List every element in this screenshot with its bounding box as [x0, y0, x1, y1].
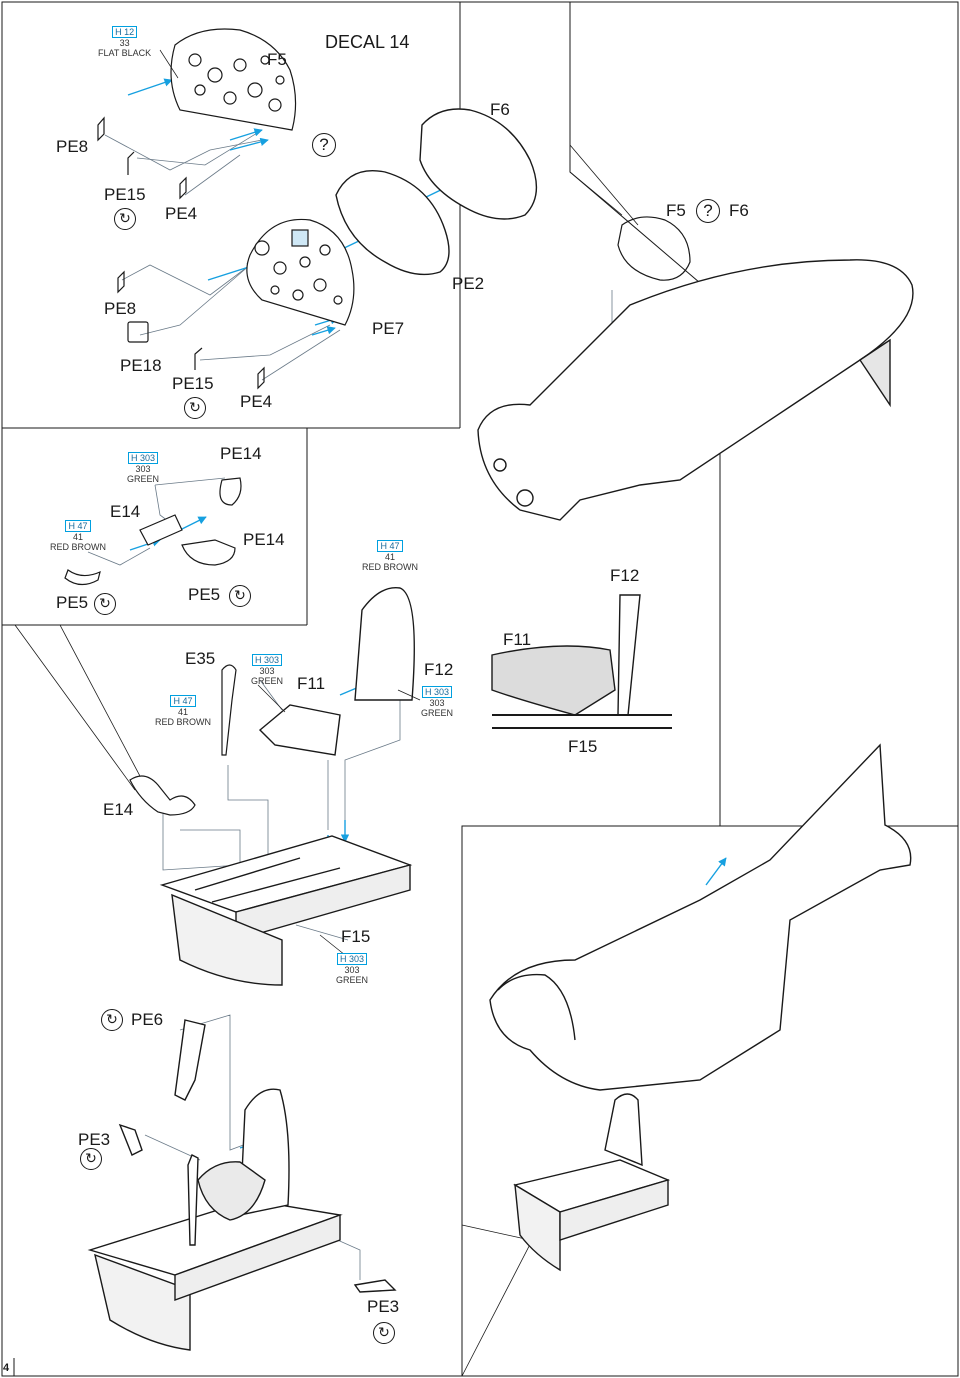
paint-code: H 47 — [65, 520, 91, 532]
gun-sight-e14 — [64, 477, 242, 586]
paint-callout-h47-b: H 47 41 RED BROWN — [362, 540, 418, 572]
stick-e35 — [221, 664, 237, 756]
panel-back-f6 — [419, 108, 538, 220]
part-label-f15-right: F15 — [568, 737, 598, 756]
bend-icon: ↻ — [229, 585, 251, 607]
part-label-e35: E35 — [185, 649, 216, 668]
cockpit-assembled — [513, 1093, 671, 1272]
callout-lines — [14, 144, 639, 1377]
e14-assembly — [129, 775, 196, 816]
part-label-pe3-b: PE3 — [367, 1297, 400, 1316]
question-icon: ? — [696, 199, 720, 223]
fuselage-front — [477, 259, 914, 521]
part-label-pe14-b: PE14 — [243, 530, 285, 549]
bend-icon: ↻ — [184, 397, 206, 419]
seat-side-view — [491, 594, 672, 729]
part-label-f5: F5 — [267, 50, 287, 69]
paint-name: RED BROWN — [50, 542, 106, 552]
paint-callout-h12: H 12 33 FLAT BLACK — [98, 26, 151, 58]
question-icon: ? — [312, 133, 336, 157]
part-label-f12: F12 — [424, 660, 454, 679]
part-label-pe6: PE6 — [131, 1010, 164, 1029]
seat-back-f12 — [354, 586, 415, 701]
paint-callout-h303: H 303 303 GREEN — [127, 452, 159, 484]
part-label-pe5-b: PE5 — [188, 585, 221, 604]
part-label-e14-b: E14 — [103, 800, 134, 819]
paint-code: H 47 — [170, 695, 196, 707]
part-label-f5-right: F5 — [666, 201, 686, 220]
bend-icon: ↻ — [94, 593, 116, 615]
bend-icon: ↻ — [80, 1148, 102, 1170]
paint-callout-h303-d: H 303 303 GREEN — [336, 953, 368, 985]
part-label-pe3: PE3 — [78, 1130, 111, 1149]
paint-number: 41 — [177, 707, 188, 717]
paint-name: RED BROWN — [362, 562, 418, 572]
paint-callout-h303-b: H 303 303 GREEN — [251, 654, 283, 686]
part-label-pe8-b: PE8 — [104, 299, 137, 318]
small-pe-parts — [97, 116, 691, 390]
seat-f11 — [258, 704, 341, 756]
part-label-f15: F15 — [341, 927, 371, 946]
part-label-pe7: PE7 — [372, 319, 405, 338]
panel-back-pe2 — [335, 170, 450, 276]
bend-icon: ↻ — [114, 208, 136, 230]
fuselage-assembled — [489, 743, 912, 1091]
part-label-f11-right: F11 — [503, 630, 532, 649]
paint-code: H 303 — [127, 452, 159, 464]
instrument-panel-pe — [246, 218, 355, 326]
paint-code: H 303 — [421, 686, 453, 698]
paint-code: H 47 — [377, 540, 403, 552]
paint-number: 303 — [429, 698, 445, 708]
page-number: 4 — [3, 1362, 10, 1374]
part-label-pe15-b: PE15 — [172, 374, 214, 393]
paint-name: GREEN — [336, 975, 369, 985]
paint-number: 41 — [72, 532, 83, 542]
bend-icon: ↻ — [101, 1009, 123, 1031]
floor-f15 — [159, 835, 413, 986]
paint-name: GREEN — [251, 676, 284, 686]
part-label-f6: F6 — [490, 100, 510, 119]
part-label-e14: E14 — [110, 502, 141, 521]
part-label-pe4-b: PE4 — [240, 392, 273, 411]
part-label-pe5: PE5 — [56, 593, 89, 612]
part-label-pe2: PE2 — [452, 274, 485, 293]
part-label-pe4: PE4 — [165, 204, 198, 223]
bend-icon: ↻ — [373, 1322, 395, 1344]
paint-code: H 12 — [112, 26, 138, 38]
paint-callout-h303-c: H 303 303 GREEN — [421, 686, 453, 718]
decal-label: DECAL 14 — [325, 32, 410, 52]
paint-number: 33 — [119, 38, 130, 48]
seat-assembly-bottom — [87, 1019, 397, 1351]
part-label-pe18: PE18 — [120, 356, 162, 375]
paint-name: FLAT BLACK — [98, 48, 152, 58]
paint-name: GREEN — [127, 474, 160, 484]
paint-number: 303 — [259, 666, 275, 676]
paint-callout-h47-c: H 47 41 RED BROWN — [155, 695, 211, 727]
paint-name: GREEN — [421, 708, 454, 718]
paint-name: RED BROWN — [155, 717, 211, 727]
part-label-pe8: PE8 — [56, 137, 89, 156]
instrument-panel-top — [170, 28, 297, 131]
part-label-pe14: PE14 — [220, 444, 262, 463]
part-label-pe15: PE15 — [104, 185, 146, 204]
part-label-f12-right: F12 — [610, 566, 640, 585]
part-label-f11: F11 — [297, 674, 326, 693]
paint-number: 41 — [384, 552, 395, 562]
paint-number: 303 — [135, 464, 151, 474]
part-label-f6-right: F6 — [729, 201, 749, 220]
paint-callout-h47: H 47 41 RED BROWN — [50, 520, 106, 552]
paint-code: H 303 — [251, 654, 283, 666]
paint-code: H 303 — [336, 953, 368, 965]
paint-number: 303 — [344, 965, 360, 975]
paint-leaders — [159, 49, 421, 956]
